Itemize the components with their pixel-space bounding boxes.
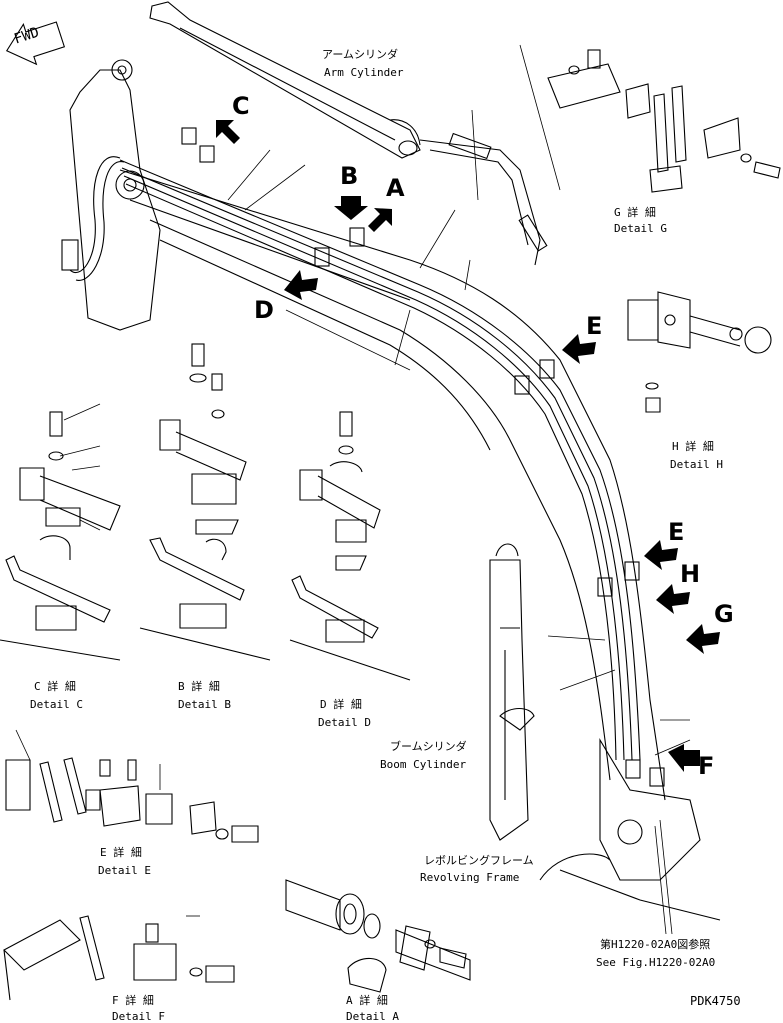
marker-f: F xyxy=(698,752,715,780)
detail-b-drawing xyxy=(139,343,271,661)
arm-cylinder-label-en: Arm Cylinder xyxy=(324,66,404,79)
marker-c: C xyxy=(232,92,250,120)
arm-cylinder-drawing xyxy=(149,1,548,266)
marker-a: A xyxy=(386,174,405,202)
boom-structure xyxy=(61,44,721,935)
detail-e-title-en: Detail E xyxy=(98,864,151,877)
detail-c-drawing xyxy=(0,403,121,661)
boom-cylinder-label-en: Boom Cylinder xyxy=(380,758,467,771)
detail-f-title-jp: F 詳 細 xyxy=(112,994,154,1007)
boom-cylinder-label-jp: ブームシリンダ xyxy=(390,740,467,753)
revolving-frame-label-jp: レボルビングフレーム xyxy=(424,854,534,867)
marker-g: G xyxy=(714,600,734,628)
detail-h-drawing xyxy=(627,291,772,413)
boom-cylinder-drawing xyxy=(489,543,535,841)
detail-a-title-jp: A 詳 細 xyxy=(346,994,388,1007)
marker-e-lower: E xyxy=(668,518,685,546)
detail-d-drawing xyxy=(289,411,411,681)
detail-h-title-en: Detail H xyxy=(670,458,723,471)
marker-e-upper: E xyxy=(586,312,603,340)
marker-b: B xyxy=(340,162,359,190)
detail-f-drawing xyxy=(3,915,235,1001)
detail-g-title-jp: G 詳 細 xyxy=(614,206,656,219)
detail-b-title-jp: B 詳 細 xyxy=(178,680,220,693)
detail-d-title-jp: D 詳 細 xyxy=(320,698,362,711)
detail-a-drawing xyxy=(285,879,471,993)
detail-g-drawing xyxy=(547,49,781,193)
figure-code: PDK4750 xyxy=(690,994,741,1008)
fwd-arrow-icon xyxy=(5,21,66,66)
revolving-frame-label-en: Revolving Frame xyxy=(420,871,520,884)
arm-cylinder-label-jp: アームシリンダ xyxy=(322,48,399,61)
detail-h-title-jp: H 詳 細 xyxy=(672,440,714,453)
marker-d: D xyxy=(254,296,274,324)
see-fig-label-en: See Fig.H1220-02A0 xyxy=(596,956,716,969)
detail-d-title-en: Detail D xyxy=(318,716,371,729)
see-fig-label-jp: 第H1220-02A0図参照 xyxy=(600,938,711,951)
detail-c-title-jp: C 詳 細 xyxy=(34,680,76,693)
detail-c-title-en: Detail C xyxy=(30,698,83,711)
detail-e-drawing xyxy=(5,729,259,843)
marker-arrows xyxy=(216,120,720,772)
detail-a-title-en: Detail A xyxy=(346,1010,399,1023)
marker-h: H xyxy=(680,560,701,588)
detail-g-title-en: Detail G xyxy=(614,222,667,235)
detail-b-title-en: Detail B xyxy=(178,698,231,711)
detail-f-title-en: Detail F xyxy=(112,1010,165,1023)
detail-e-title-jp: E 詳 細 xyxy=(100,846,142,859)
